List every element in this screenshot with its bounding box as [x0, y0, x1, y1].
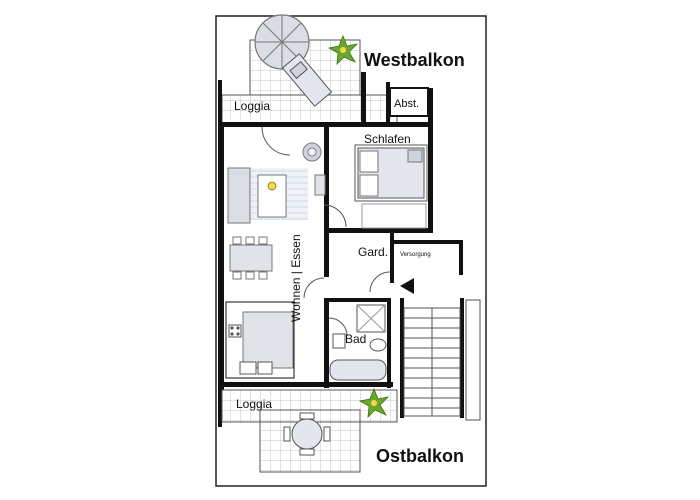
door-swings — [261, 126, 391, 337]
plant-icon-top — [327, 34, 359, 66]
label-abst: Abst. — [394, 98, 419, 110]
sun-lounger-icon — [281, 53, 333, 107]
living-furniture — [227, 142, 326, 280]
plan-frame — [215, 15, 487, 487]
sofa — [227, 167, 251, 224]
bathtub — [329, 359, 387, 381]
entrance-arrow-icon — [400, 278, 414, 294]
walls — [218, 88, 464, 427]
label-gard: Gard. — [358, 245, 388, 259]
wardrobe — [361, 203, 427, 229]
label-loggia-top: Loggia — [234, 99, 270, 113]
tv-console — [314, 174, 326, 196]
stairwell — [403, 299, 481, 421]
label-ostbalkon: Ostbalkon — [376, 446, 464, 466]
label-bad: Bad — [345, 332, 366, 346]
label-schlafen: Schlafen — [364, 132, 411, 146]
label-wohnen-essen: Wohnen | Essen — [289, 234, 303, 322]
armchair-icon — [302, 142, 322, 162]
plant-icon-bottom — [358, 387, 390, 419]
ostbalkon-area — [221, 387, 398, 473]
coffee-table — [257, 174, 287, 218]
kitchen — [225, 301, 295, 379]
label-versorgung: Versorgung — [400, 252, 431, 258]
label-loggia-bottom: Loggia — [236, 397, 272, 411]
dining-table — [229, 244, 273, 272]
bedroom — [354, 144, 428, 229]
dining-chairs — [232, 236, 268, 280]
parasol-icon — [254, 14, 310, 70]
westbalkon-area — [218, 14, 398, 125]
flower-icon — [267, 181, 277, 191]
round-table-icon — [283, 412, 331, 456]
bathroom — [329, 304, 387, 381]
label-westbalkon: Westbalkon — [364, 50, 465, 70]
